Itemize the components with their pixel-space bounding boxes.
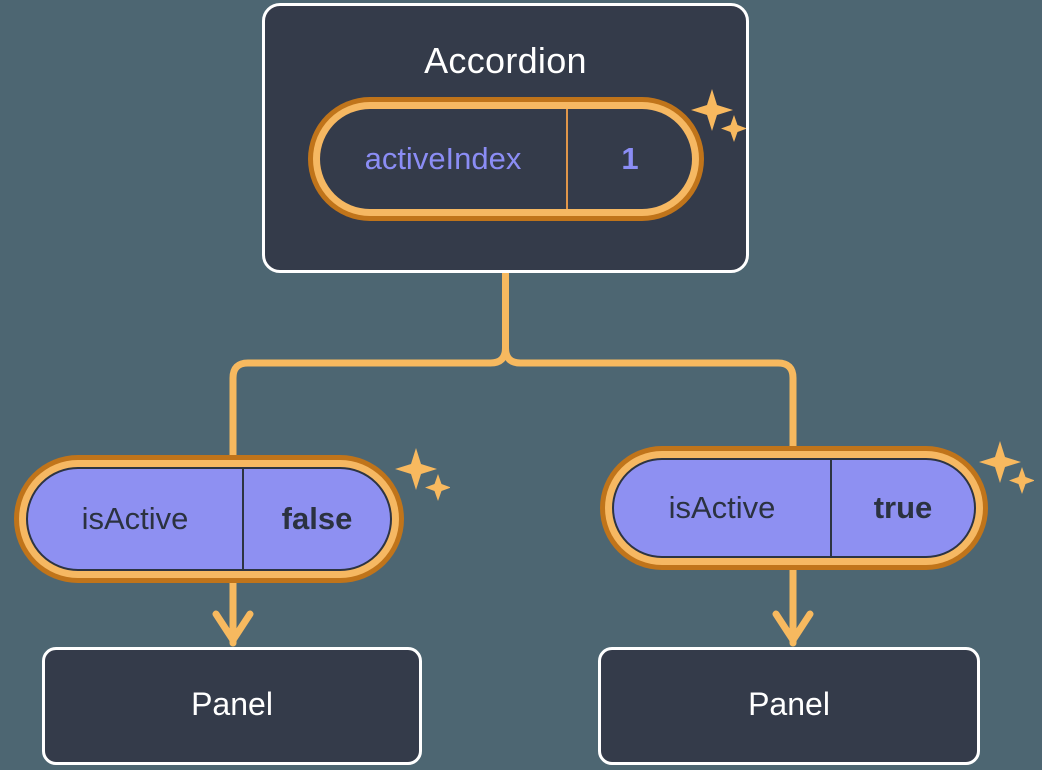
sparkle-icon — [395, 448, 450, 501]
accordion-title: Accordion — [424, 40, 587, 81]
prop-chip-is-active-right[interactable]: isActive true — [600, 446, 988, 570]
node-panel-left[interactable]: Panel — [42, 647, 422, 765]
chip-key-label: activeIndex — [320, 109, 568, 209]
sparkle-icon — [979, 441, 1034, 494]
prop-chip-is-active-left[interactable]: isActive false — [14, 455, 404, 583]
chip-value-label: false — [281, 501, 353, 536]
chip-key-label: isActive — [614, 460, 832, 556]
node-panel-right[interactable]: Panel — [598, 647, 980, 765]
edge-accordion-to-left-chip — [229, 269, 509, 459]
chip-body: isActive true — [612, 458, 976, 558]
chip-body: isActive false — [26, 467, 392, 571]
edge-accordion-to-right-chip — [502, 269, 797, 454]
chip-value-label: 1 — [621, 141, 639, 176]
arrowhead-right — [772, 610, 814, 644]
chip-body: activeIndex 1 — [320, 109, 692, 209]
arrowhead-left — [212, 610, 254, 644]
chip-key-label: isActive — [28, 469, 244, 569]
panel-title: Panel — [191, 686, 273, 722]
state-chip-active-index[interactable]: activeIndex 1 — [308, 97, 704, 221]
panel-title: Panel — [748, 686, 830, 722]
chip-value-label: true — [873, 490, 933, 525]
